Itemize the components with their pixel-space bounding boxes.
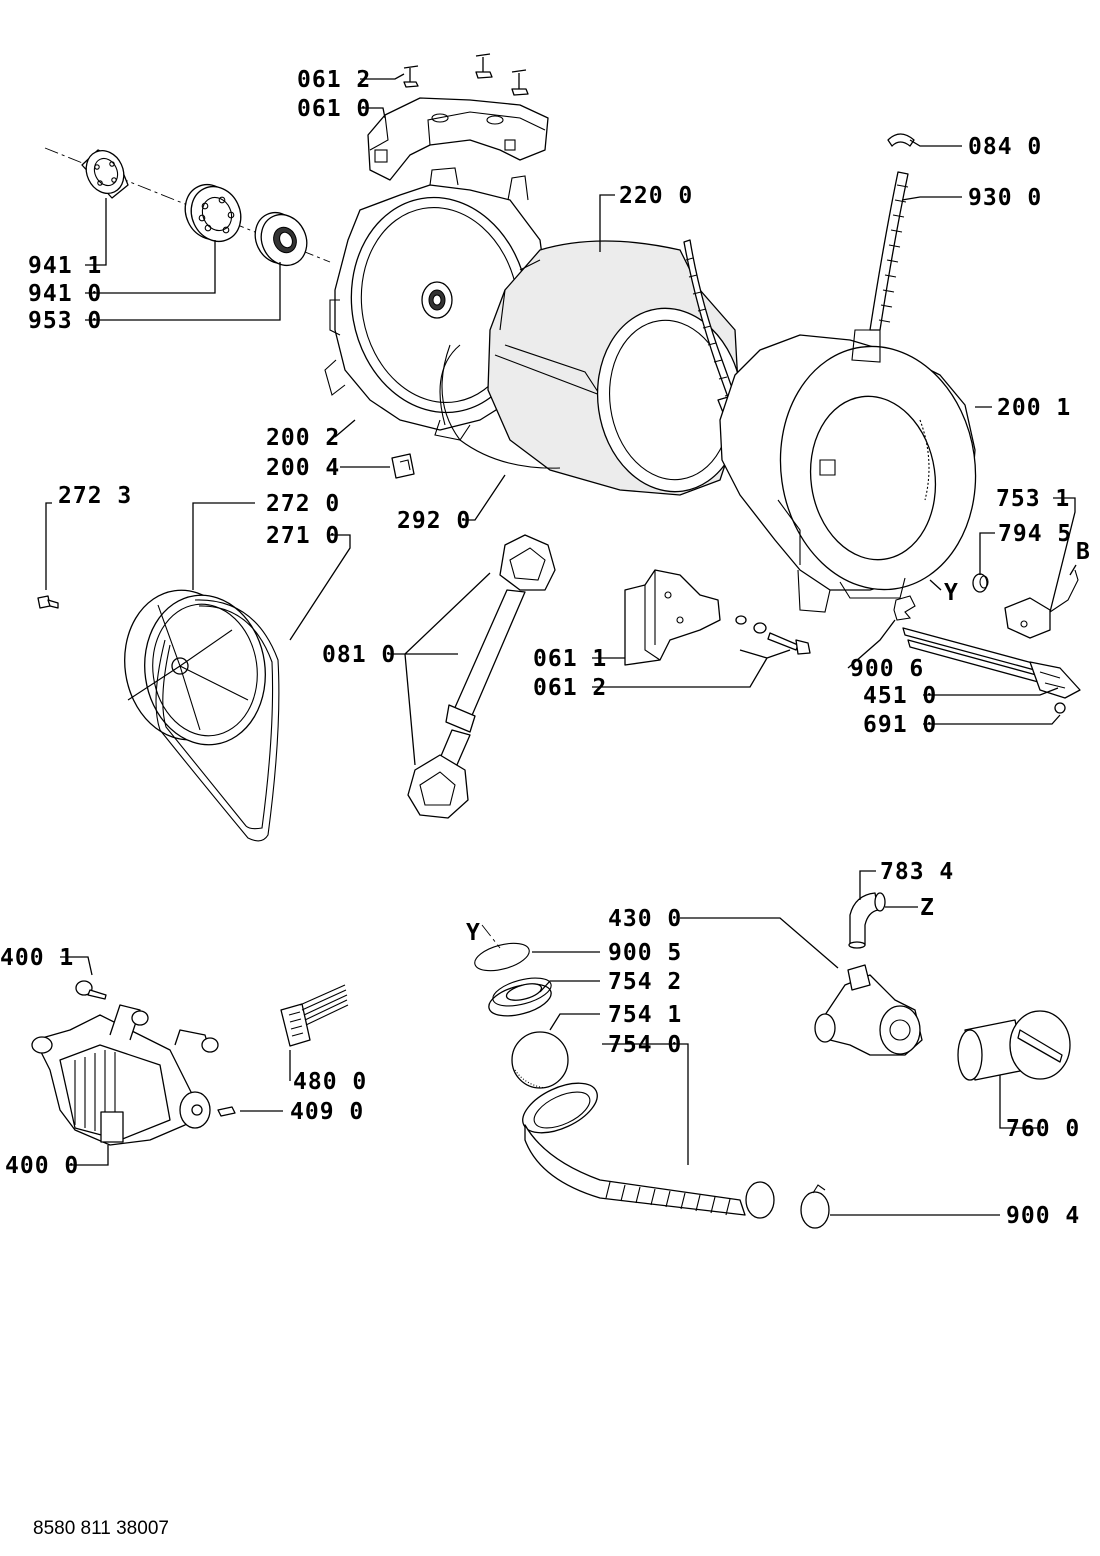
clip-200-4 [391, 453, 415, 479]
callout-084-0: 084 0 [968, 134, 1042, 160]
callout-292-0: 292 0 [397, 508, 471, 534]
motor-400-0 [31, 1004, 219, 1146]
heater-nut-691-0 [1054, 702, 1066, 714]
callout-754-0: 754 0 [608, 1032, 682, 1058]
callout-272-0: 272 0 [266, 491, 340, 517]
counterweight-061-1 [624, 569, 721, 666]
motor-cap-409-0 [217, 1106, 236, 1117]
callout-794-5: 794 5 [998, 521, 1072, 547]
bushing-794-5 [972, 573, 989, 593]
belt-271-0 [155, 599, 280, 842]
callout-400-1: 400 1 [0, 945, 74, 971]
seal-953-0 [254, 212, 308, 266]
seal-754-2 [488, 977, 552, 1017]
document-number: 8580 811 38007 [33, 1518, 169, 1539]
callout-y-top: Y [944, 580, 959, 606]
callout-900-4: 900 4 [1006, 1203, 1080, 1229]
callout-480-0: 480 0 [293, 1069, 367, 1095]
elbow-783-4 [848, 892, 886, 949]
callout-900-6: 900 6 [850, 656, 924, 682]
bearing-941-1 [81, 149, 129, 199]
drum-220-0 [487, 240, 744, 496]
pulley-screw-272-3 [37, 595, 59, 609]
callout-930-0: 930 0 [968, 185, 1042, 211]
callout-200-2: 200 2 [266, 425, 340, 451]
callout-953-0: 953 0 [28, 308, 102, 334]
clamp-900-6 [893, 595, 916, 621]
vent-hose-930-0 [869, 133, 915, 331]
callout-754-1: 754 1 [608, 1002, 682, 1028]
leader-lines [45, 73, 1077, 1216]
pulley-272-0 [124, 589, 266, 746]
callout-b: B [1076, 539, 1091, 565]
counterweight-bolt-061-2 [735, 615, 811, 655]
callout-272-3: 272 3 [58, 483, 132, 509]
sump-hose-754-0 [522, 1082, 775, 1219]
callout-941-0: 941 0 [28, 281, 102, 307]
callout-200-4: 200 4 [266, 455, 340, 481]
callout-451-0: 451 0 [863, 683, 937, 709]
callout-271-0: 271 0 [266, 523, 340, 549]
callout-430-0: 430 0 [608, 906, 682, 932]
top-screws [403, 53, 529, 96]
clamp-ring-900-5 [474, 924, 530, 972]
callout-061-0: 061 0 [297, 96, 371, 122]
callout-220-0: 220 0 [619, 183, 693, 209]
heater-451-0 [902, 627, 1081, 699]
callout-200-1: 200 1 [997, 395, 1071, 421]
motor-screw-400-1 [75, 980, 107, 1000]
drain-pump-430-0 [814, 964, 923, 1056]
front-tub-200-1 [719, 329, 977, 613]
callout-061-2-top: 061 2 [297, 67, 371, 93]
motor-connector-480-0 [280, 984, 349, 1047]
callout-y-bottom: Y [466, 920, 481, 946]
callout-760-0: 760 0 [1006, 1116, 1080, 1142]
clamp-900-4 [800, 1184, 830, 1229]
callout-061-2-bottom: 061 2 [533, 675, 607, 701]
callout-941-1: 941 1 [28, 253, 102, 279]
callout-labels: 061 2 061 0 084 0 930 0 220 0 941 1 941 … [0, 67, 1091, 1229]
callout-783-4: 783 4 [880, 859, 954, 885]
callout-900-5: 900 5 [608, 940, 682, 966]
top-counterweight-bracket [367, 97, 549, 181]
callout-409-0: 409 0 [290, 1099, 364, 1125]
float-ball-754-1 [511, 1031, 569, 1089]
callout-081-0: 081 0 [322, 642, 396, 668]
tub-seal-ring-292-0 [441, 344, 561, 469]
filter-760-0 [957, 1010, 1071, 1081]
bearing-941-0 [184, 184, 242, 242]
damper-081-0 [407, 534, 556, 819]
ntc-sensor-753-1 [1004, 569, 1079, 639]
callout-753-1: 753 1 [996, 486, 1070, 512]
callout-400-0: 400 0 [5, 1153, 79, 1179]
callout-061-1: 061 1 [533, 646, 607, 672]
callout-754-2: 754 2 [608, 969, 682, 995]
callout-z: Z [920, 895, 935, 921]
callout-691-0: 691 0 [863, 712, 937, 738]
